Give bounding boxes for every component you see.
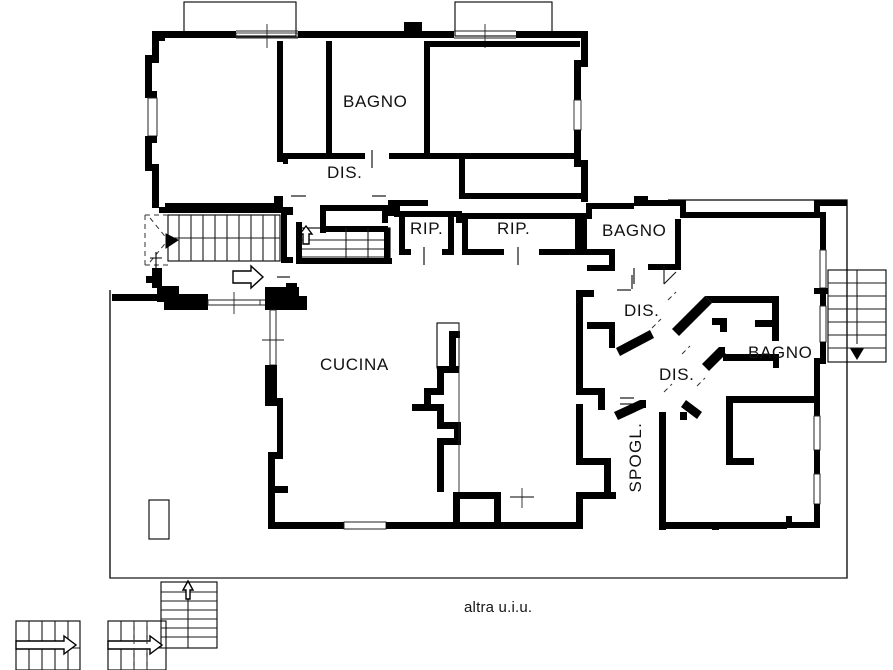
cucina-walls [262, 283, 580, 530]
upper-right-room [430, 41, 581, 199]
bagno-middle-walls [581, 219, 681, 285]
stair-right-edge [827, 269, 887, 363]
diagonal-door-cluster [614, 291, 779, 420]
entrance-arrow [232, 264, 290, 290]
room-label-bagno-middle: BAGNO [602, 221, 667, 240]
room-label-spogl: SPOGL. [626, 422, 645, 493]
center-right-walls [576, 290, 787, 530]
balcony-top-right [454, 1, 553, 37]
room-label-dis-top: DIS. [327, 163, 363, 182]
stair-bottom-mid [107, 620, 167, 670]
central-column-assembly [412, 322, 461, 492]
stair-entry-upper [144, 211, 293, 266]
stair-bottom-outer [160, 579, 218, 649]
room-label-rip-right: RIP. [497, 219, 531, 238]
mid-spine-wall [159, 196, 847, 223]
room-label-bagno-right: BAGNO [748, 343, 813, 362]
rip-rooms [399, 217, 581, 265]
room-label-cucina: CUCINA [320, 355, 389, 374]
left-open-area [112, 252, 266, 540]
door-jamb-ticks [510, 275, 634, 508]
right-outer-wall [786, 212, 828, 528]
note-altra-uiu: altra u.i.u. [464, 599, 533, 616]
upper-left-room [165, 41, 283, 209]
stair-entry-lower [296, 222, 392, 264]
dis-top-corridor [291, 195, 428, 233]
room-label-dis-lower-right: DIS. [659, 365, 695, 384]
room-label-bagno-top: BAGNO [343, 92, 408, 111]
stair-bottom-left [15, 620, 81, 670]
bagno-top-walls [283, 41, 465, 168]
room-label-dis-upper-right: DIS. [624, 301, 660, 320]
room-label-rip-left: RIP. [410, 219, 444, 238]
balcony-top-left [183, 1, 297, 37]
bagno-right-walls [712, 318, 814, 465]
